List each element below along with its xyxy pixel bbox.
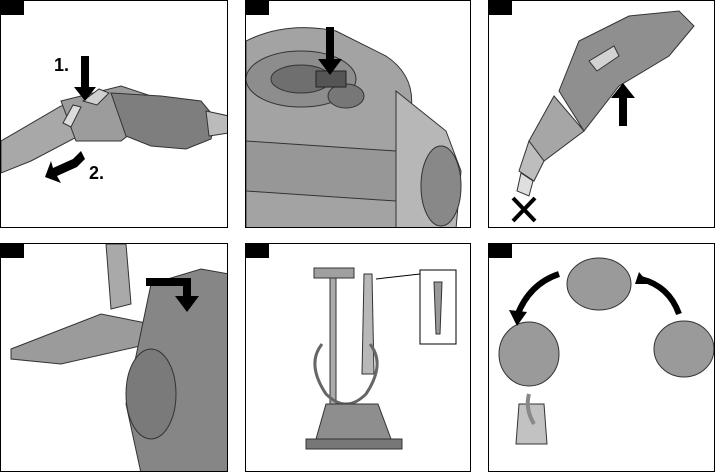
illustration-panel-2 [245,0,471,228]
prohibited-cross-icon [489,1,715,228]
illustration-panel-6 [488,243,715,472]
illustration-panel-5 [245,243,471,472]
accessory-storage-illustration [246,244,471,472]
illustration-panel-1: 1. 2. [0,0,228,228]
rotation-arrow-icon [489,244,715,472]
illustration-panel-3 [488,0,715,228]
step-2-label: 2. [89,163,104,183]
step-labels: 1. 2. [1,1,228,228]
arrow-down-icon [246,1,471,228]
arrow-down-icon [1,244,228,472]
step-1-label: 1. [54,55,69,75]
illustration-panel-4 [0,243,228,472]
